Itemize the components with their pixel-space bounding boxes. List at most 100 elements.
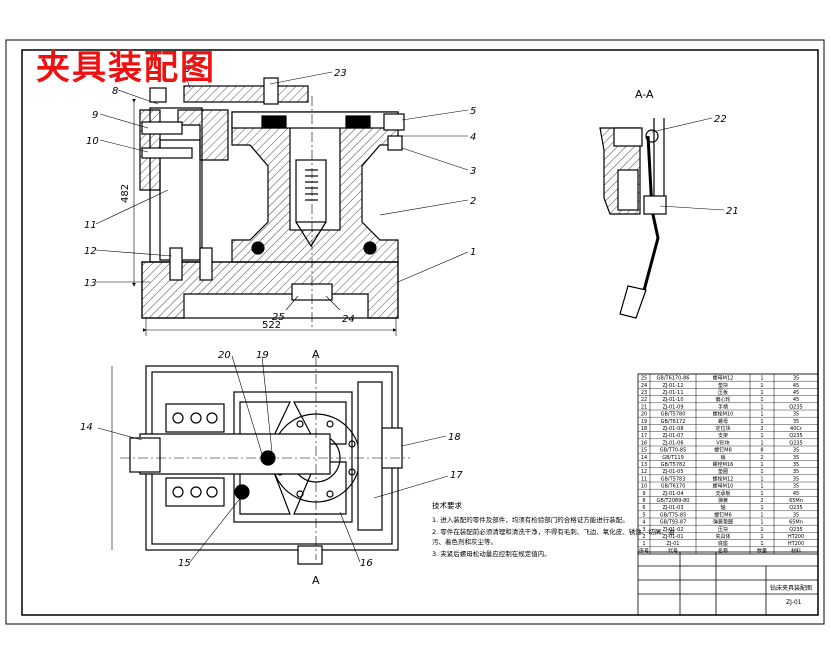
bom-cell: 螺母: [718, 418, 728, 425]
bom-cell: 8: [642, 498, 645, 504]
bom-cell: ZJ-01-10: [662, 397, 683, 403]
bom-cell: 35: [793, 455, 799, 461]
callout-10: 10: [86, 136, 99, 147]
bom-cell: 35: [793, 448, 799, 454]
bom-cell: 弹簧垫圈: [713, 519, 733, 526]
section-aa-view: [599, 118, 667, 319]
title-block: [637, 551, 819, 616]
bom-cell: GB/T6170-86: [657, 376, 690, 382]
bom-cell: 螺栓M16: [713, 461, 734, 468]
bom-cell: GB/T6172: [661, 419, 686, 425]
bom-cell: 2: [760, 426, 763, 432]
bom-cell: GB/T93-87: [660, 520, 687, 526]
bom-cell: GB/T5782: [661, 462, 686, 468]
bom-header-cell: 序号: [639, 547, 649, 554]
bom-cell: 螺钉M6: [714, 511, 732, 518]
bom-cell: ZJ-01-12: [662, 383, 683, 389]
bom-cell: 35: [793, 512, 799, 518]
bom-cell: 9: [642, 491, 645, 497]
callout-22: 22: [714, 114, 727, 125]
bom-cell: HT200: [788, 534, 804, 540]
bom-cell: 1: [760, 390, 763, 396]
callout-1: 1: [470, 247, 476, 258]
bom-cell: 18: [641, 426, 647, 432]
bom-cell: 12: [641, 469, 647, 475]
callout-5: 5: [470, 106, 476, 117]
bom-cell: 1: [760, 433, 763, 439]
bom-cell: ZJ-01: [667, 541, 680, 547]
bom-cell: 螺栓M12: [713, 475, 734, 482]
bom-cell: ZJ-01-08: [662, 426, 683, 432]
height-dimension: 482: [120, 184, 131, 203]
section-mark-top: A: [312, 348, 320, 361]
bom-cell: 1: [760, 520, 763, 526]
bom-cell: 35: [793, 484, 799, 490]
bom-cell: 手柄: [718, 403, 728, 410]
bom-cell: 2: [760, 455, 763, 461]
front-dimensions: [132, 99, 397, 336]
bom-cell: 垫圈: [718, 468, 728, 475]
bom-cell: 24: [641, 383, 647, 389]
bom-cell: 压块: [718, 526, 728, 533]
bom-cell: 16: [641, 440, 647, 446]
titleblock-drawing-no: ZJ-01: [786, 599, 802, 606]
callout-23: 23: [334, 68, 347, 79]
bom-cell: 10: [641, 484, 647, 490]
bom-cell: GB/T119: [662, 455, 684, 461]
bom-cell: 螺母M12: [713, 375, 734, 382]
bom-cell: 支承板: [715, 490, 730, 497]
bom-cell: 45: [793, 383, 799, 389]
bom-cell: GB/T5780: [661, 412, 686, 418]
callout-9: 9: [92, 110, 98, 121]
bom-cell: 支架: [718, 432, 728, 439]
bom-cell: 螺栓M10: [713, 411, 734, 418]
bom-cell: 1: [760, 383, 763, 389]
bom-cell: 20: [641, 412, 647, 418]
bom-cell: 35: [793, 412, 799, 418]
section-mark-bottom: A: [312, 574, 320, 587]
callout-4: 4: [470, 132, 476, 143]
bom-cell: 轴: [720, 504, 725, 511]
bom-cell: 35: [793, 462, 799, 468]
bom-cell: ZJ-01-04: [662, 491, 683, 497]
bom-cell: ZJ-01-02: [662, 527, 683, 533]
bom-cell: 3: [642, 527, 645, 533]
technical-notes: 技术要求 1. 进入装配的零件及部件，均须有检验部门的合格证方能进行装配。 2.…: [432, 500, 674, 558]
bom-cell: 45: [793, 390, 799, 396]
callout-numbers: 1 2 3 4 5 6 8 9 10 11 12 13 14 15 16 17 …: [80, 64, 739, 569]
callout-15: 15: [178, 558, 191, 569]
bom-cell: 25: [641, 376, 647, 382]
bom-cell: 35: [793, 469, 799, 475]
bom-cell: 15: [641, 448, 647, 454]
bom-cell: 螺钉M8: [714, 447, 732, 454]
callout-12: 12: [84, 246, 97, 257]
bom-cell: 1: [760, 440, 763, 446]
top-view: [111, 356, 410, 565]
callout-18: 18: [448, 432, 461, 443]
bom-cell: Q235: [789, 527, 802, 533]
bom-cell: Q235: [789, 440, 802, 446]
bom-cell: ZJ-01-03: [662, 505, 683, 511]
notes-line-4: 3. 夹紧后螺母松动量应控制在规定值内。: [432, 549, 551, 558]
bom-cell: GB/T5783: [661, 476, 686, 482]
bom-cell: 偏心轮: [715, 396, 730, 403]
bom-cell: 14: [641, 455, 647, 461]
bom-cell: 1: [642, 541, 645, 547]
bom-header-cell: 数量: [757, 547, 767, 554]
bom-cell: 压板: [718, 389, 728, 396]
bom-cell: 35: [793, 476, 799, 482]
callout-2: 2: [470, 196, 476, 207]
bom-cell: HT200: [788, 541, 804, 547]
bom-cell: ZJ-01-05: [662, 469, 683, 475]
callout-leaders: [95, 71, 725, 563]
bom-cell: 45: [793, 491, 799, 497]
outer-frame: [5, 39, 825, 625]
bom-cell: 23: [641, 390, 647, 396]
callout-21: 21: [726, 206, 739, 217]
bom-cell: 4: [642, 520, 645, 526]
notes-heading: 技术要求: [432, 500, 462, 510]
bom-cell: 1: [760, 419, 763, 425]
bom-header-cell: 名称: [718, 547, 728, 554]
